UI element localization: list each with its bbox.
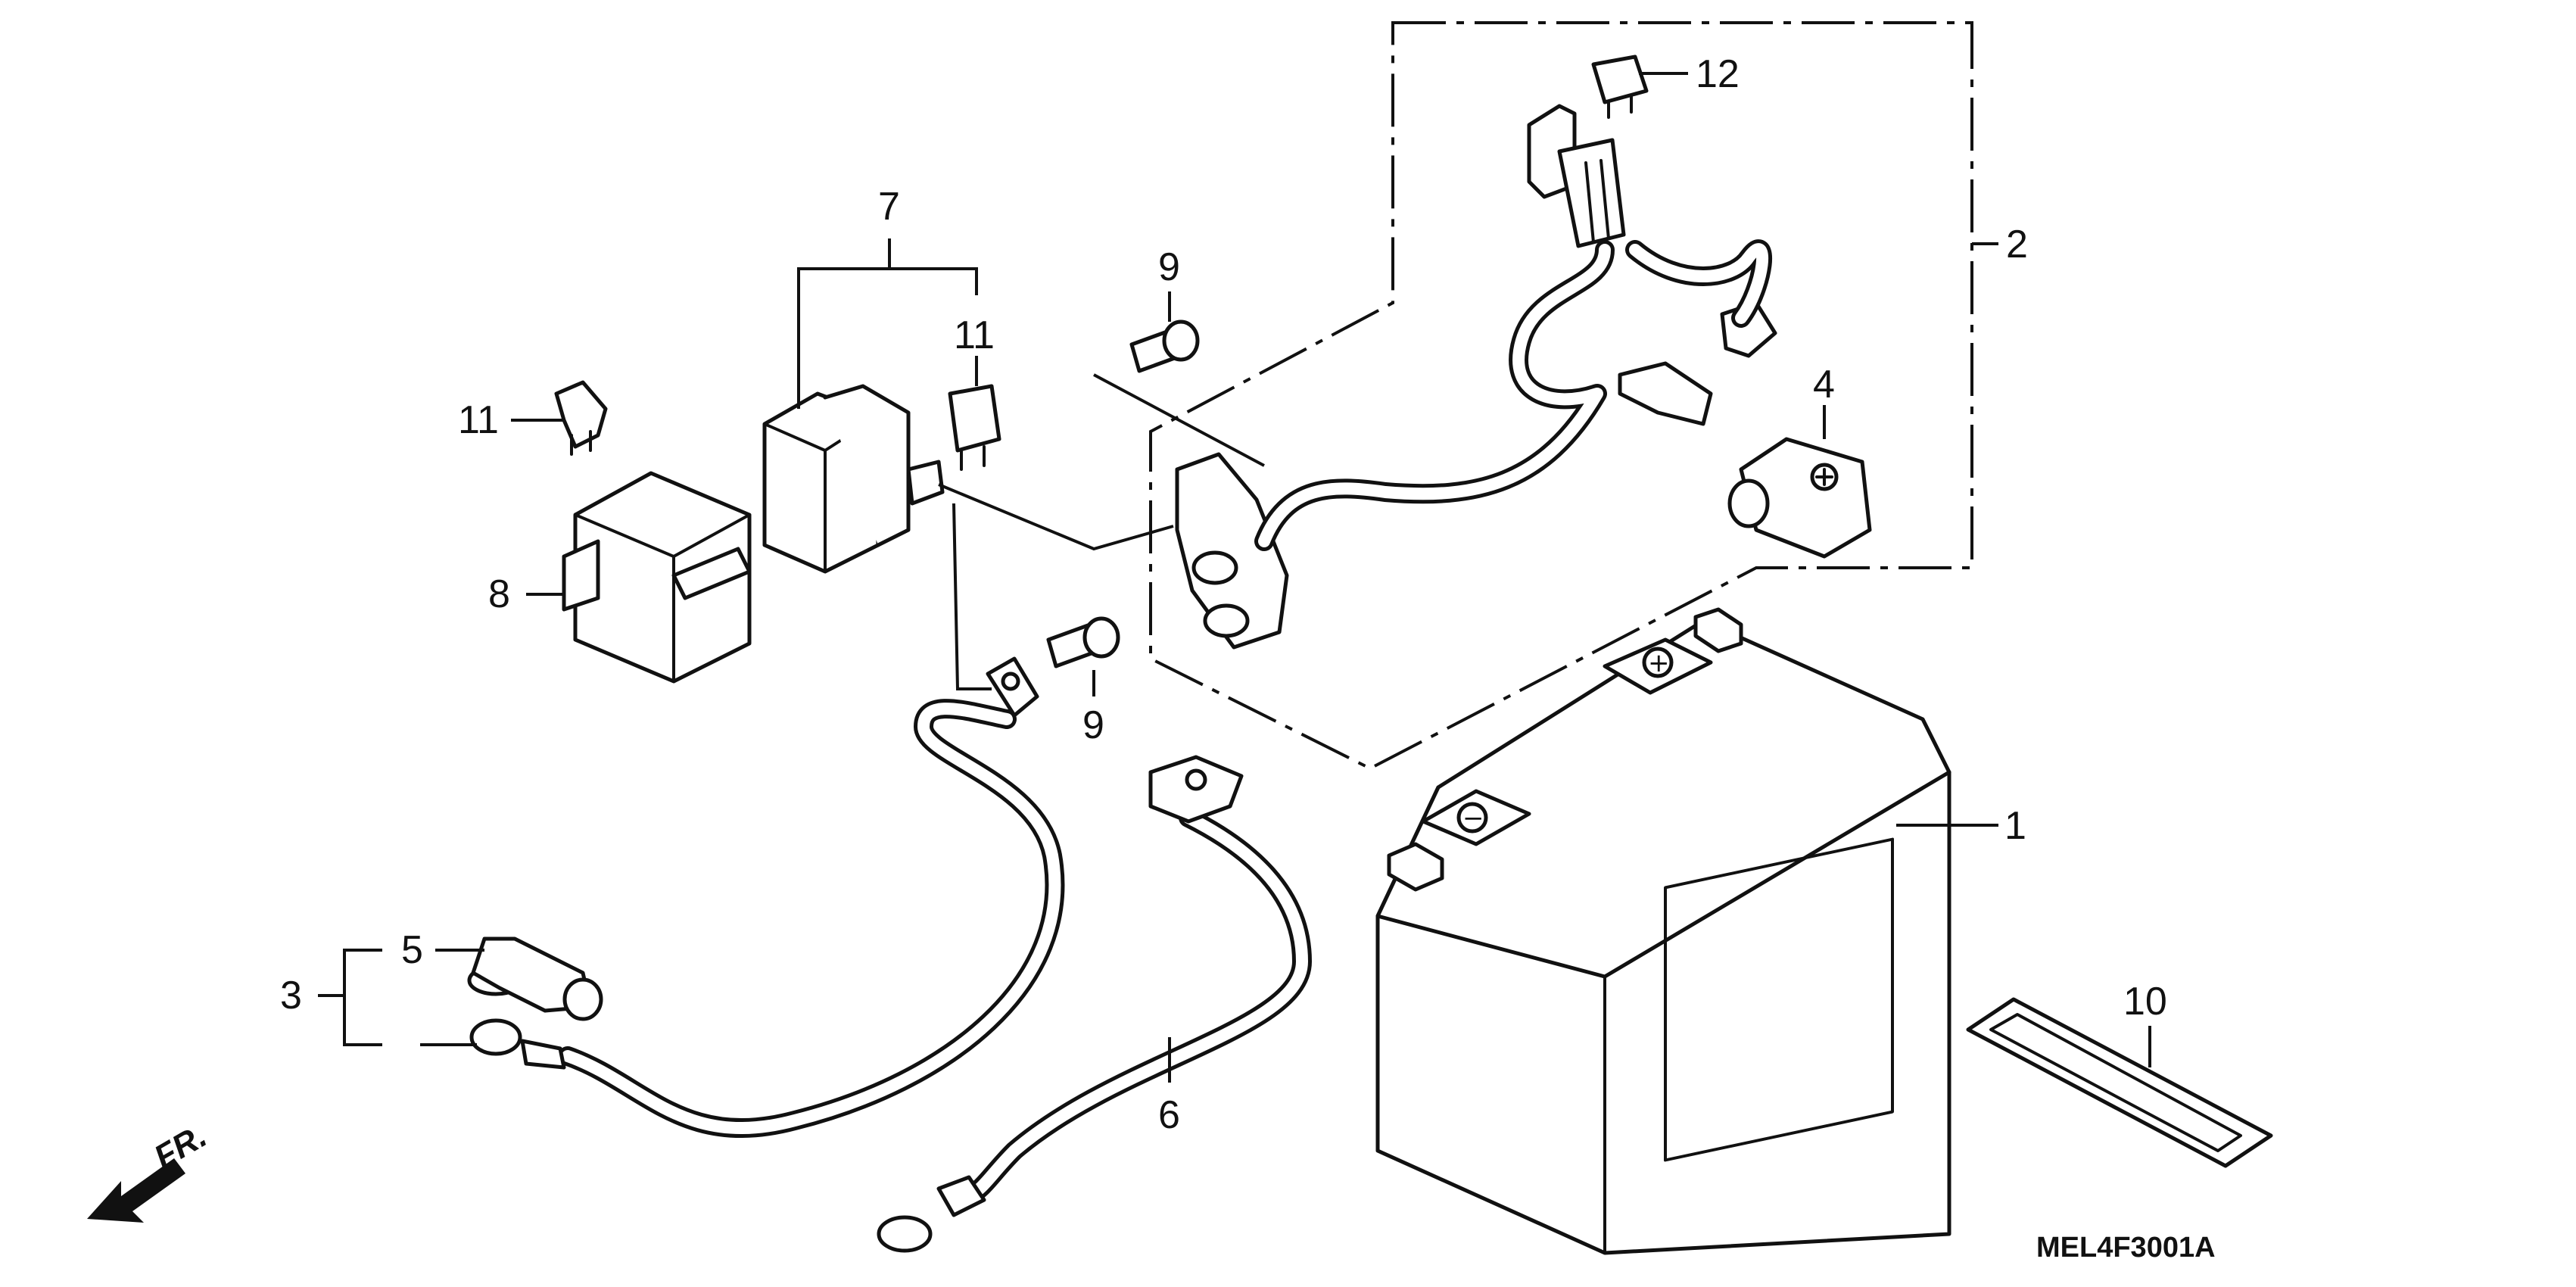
- callout-5: 5: [401, 928, 423, 972]
- positive-terminal-cap: [467, 936, 603, 1021]
- front-arrow-icon: FR.: [87, 1117, 213, 1223]
- callout-7: 7: [878, 185, 900, 229]
- relay-cover: [562, 471, 752, 684]
- callout-10: 10: [2123, 980, 2167, 1024]
- diagram-code: MEL4F3001A: [2036, 1232, 2216, 1264]
- callout-2: 2: [2006, 223, 2028, 266]
- bolt-lower: [1046, 616, 1120, 668]
- callout-3: 3: [280, 974, 302, 1017]
- terminal-cover: [1727, 437, 1872, 559]
- callout-9-upper: 9: [1158, 245, 1180, 289]
- fuse-relay: [948, 384, 1001, 471]
- callout-1: 1: [2004, 804, 2026, 848]
- fuse-left: [554, 380, 608, 456]
- bolt-upper: [1129, 319, 1200, 373]
- callout-11-left: 11: [458, 398, 499, 442]
- callout-6: 6: [1158, 1093, 1180, 1137]
- callout-4: 4: [1813, 363, 1835, 407]
- harness-connector: [1527, 104, 1777, 426]
- harness-cable: [1254, 239, 1773, 551]
- battery: + −: [1375, 607, 1951, 1255]
- callouts: 1 2 3 4 5 6 7 8 9 9 10 11 11 12: [280, 52, 2167, 1137]
- callout-9-lower: 9: [1082, 703, 1104, 747]
- negative-cable: [877, 755, 1312, 1253]
- positive-cable: [469, 656, 1065, 1138]
- battery-strap: [1966, 997, 2273, 1168]
- front-marker-label: FR.: [148, 1117, 213, 1176]
- harness-mount-bracket: [1175, 452, 1289, 650]
- negative-terminal-icon: −: [1387, 789, 1531, 892]
- callout-8: 8: [488, 572, 510, 616]
- callout-11-relay: 11: [954, 313, 995, 357]
- positive-terminal-icon: +: [1603, 607, 1743, 695]
- leader-lines: [318, 72, 2151, 1083]
- spare-fuse: [1591, 55, 1649, 119]
- harness-assembly-outline: [1149, 21, 1973, 771]
- starter-relay: [762, 384, 945, 574]
- positive-symbol: +: [1648, 648, 1670, 678]
- callout-12: 12: [1696, 52, 1740, 96]
- negative-symbol: −: [1462, 803, 1484, 834]
